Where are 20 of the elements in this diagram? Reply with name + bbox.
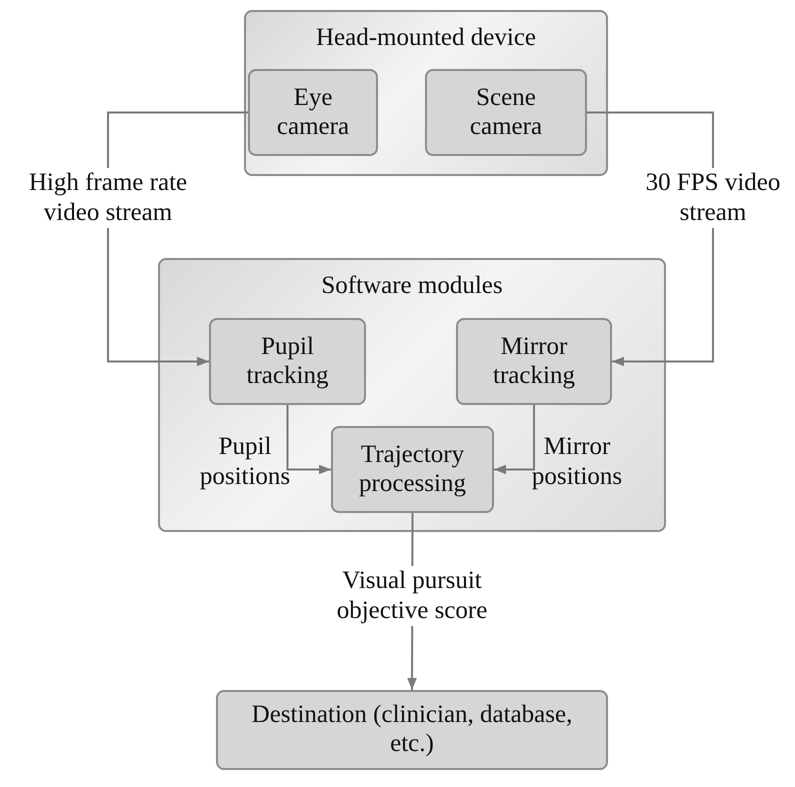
node-label: Trajectory processing [358, 440, 467, 498]
edge-label: Mirror positions [530, 432, 624, 492]
process-box [248, 69, 378, 156]
node-label: Scene camera [468, 84, 544, 142]
arrow [286, 405, 331, 474]
node-label: Destination (clinician, database, etc.) [250, 701, 574, 759]
process-box [456, 318, 612, 405]
group-title: Head-mounted device [314, 24, 538, 52]
node-label: Mirror tracking [492, 332, 576, 390]
group-title: Software modules [320, 272, 504, 300]
node-label: Pupil tracking [246, 332, 330, 390]
process-box [209, 318, 366, 405]
process-box [216, 690, 608, 770]
node-label: Eye camera [276, 84, 350, 142]
group-box [244, 10, 608, 176]
group-box [158, 258, 666, 532]
arrow [494, 405, 535, 474]
process-box [331, 426, 494, 513]
edge-label: Pupil positions [198, 432, 292, 492]
process-box [425, 69, 587, 156]
